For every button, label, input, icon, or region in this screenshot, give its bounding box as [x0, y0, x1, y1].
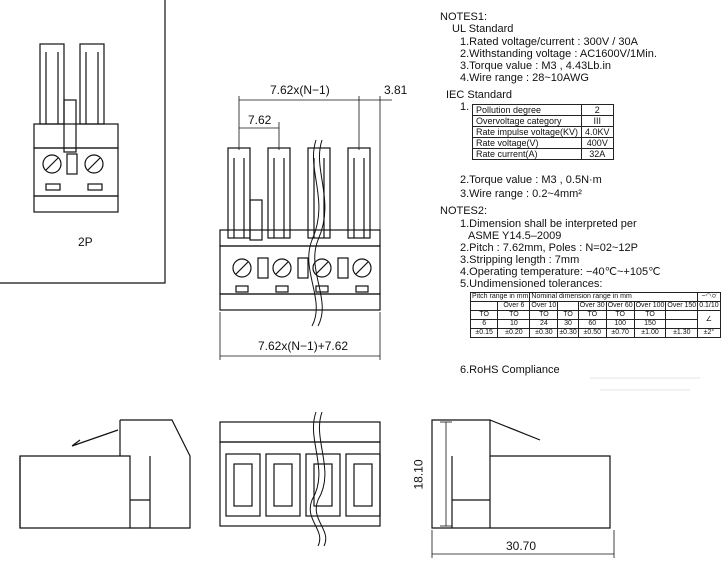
ul-item: 3.Torque value : M3 , 4.43Lb.in — [460, 60, 612, 72]
dim-depth: 30.70 — [506, 539, 537, 553]
tol-cell: Over 10 — [529, 301, 559, 311]
table-row: ±0.15 ±0.20 ±0.30 ±0.30 ±0.50 ±0.70 ±1.0… — [469, 328, 721, 338]
tol-cell: 10 — [497, 319, 531, 329]
spec-value: III — [581, 115, 614, 127]
ul-item: 1.Rated voltage/current : 300V / 30A — [460, 36, 638, 48]
inset-frame — [0, 0, 166, 284]
table-row: Over 6 Over 10 Over 30 Over 60 Over 100 … — [469, 301, 721, 311]
two-pole-view — [33, 43, 119, 213]
dim-top-edge: 3.81 — [384, 83, 408, 97]
tol-cell — [557, 301, 579, 311]
notes2-item: 5.Undimensioned tolerances: — [460, 278, 603, 290]
dim-top-pitch-n: 7.62x(N−1) — [270, 83, 330, 97]
tol-value: ±0.30 — [529, 328, 559, 338]
notes1-title: NOTES1: — [440, 11, 488, 23]
tol-cell: 150 — [633, 319, 667, 329]
bottom-front-view — [219, 411, 381, 547]
tol-cell: Over 30 — [577, 301, 607, 311]
tol-value: ±0.30 — [557, 328, 579, 338]
tol-value: ±0.50 — [577, 328, 607, 338]
table-row: Rate current(A)32A — [471, 148, 614, 160]
tolerance-table: Pitch range in mm Nominal dimension rang… — [469, 292, 721, 338]
front-view — [219, 139, 381, 327]
iec-item: 3.Wire range : 0.2~4mm² — [460, 188, 582, 200]
notes2-item: 1.Dimension shall be interpreted per — [460, 218, 637, 230]
tol-cell: TO — [605, 310, 635, 320]
table-row: TO TO TO TO TO TO TO ∠ — [469, 310, 721, 329]
tol-cell: 0.1/10 — [697, 301, 721, 311]
dim-bottom-total: 7.62x(N−1)+7.62 — [258, 339, 349, 353]
dim-height: 18.10 — [411, 459, 426, 490]
tol-cell — [469, 301, 499, 311]
right-side-view — [431, 419, 611, 529]
notes2-item: 3.Stripping length : 7mm — [460, 254, 580, 266]
spec-value: 400V — [581, 137, 614, 149]
tol-cell: Over 6 — [497, 301, 531, 311]
spec-label: Rate current(A) — [471, 148, 583, 160]
tol-cell: TO — [557, 310, 579, 320]
tol-value: ±1.30 — [665, 328, 699, 338]
rohs-note: 6.RoHS Compliance — [460, 364, 560, 376]
notes2-item: 2.Pitch : 7.62mm, Poles : N=02~12P — [460, 242, 638, 254]
label-2p: 2P — [78, 235, 93, 249]
ul-title: UL Standard — [452, 23, 514, 35]
spec-value: 32A — [581, 148, 614, 160]
tol-header-symbols: −◠⌭ — [697, 292, 721, 302]
notes2-item: 4.Operating temperature: −40℃~+105℃ — [460, 266, 661, 278]
spec-label: Rate voltage(V) — [471, 137, 583, 149]
tol-cell: 30 — [557, 319, 579, 329]
tol-cell: TO — [529, 310, 559, 320]
faint-marks — [590, 377, 700, 391]
iec-item: 2.Torque value : M3 , 0.5N·m — [460, 174, 602, 186]
tol-value: ±1.00 — [633, 328, 667, 338]
tol-cell: TO — [577, 310, 607, 320]
table-row: 6 10 24 30 60 100 150 — [469, 319, 721, 329]
ul-item: 4.Wire range : 28~10AWG — [460, 72, 589, 84]
tol-cell: 24 — [529, 319, 559, 329]
spec-label: Rate impulse voltage(KV) — [471, 126, 583, 138]
spec-label: Pollution degree — [471, 104, 583, 116]
dim-top-pitch: 7.62 — [248, 113, 272, 127]
notes2-title: NOTES2: — [440, 205, 488, 217]
tol-cell: 60 — [577, 319, 607, 329]
tol-cell: TO — [469, 310, 499, 320]
ul-item: 2.Withstanding voltage : AC1600V/1Min. — [460, 48, 657, 60]
tol-header-nominal: Nominal dimension range in mm — [529, 292, 699, 302]
tol-value: ±0.20 — [497, 328, 531, 338]
iec-item1-num: 1. — [460, 101, 470, 113]
table-row: Rate voltage(V)400V — [471, 137, 614, 149]
tol-cell: 6 — [469, 319, 499, 329]
tol-cell: TO — [633, 310, 667, 320]
tol-value: ±2° — [697, 328, 721, 338]
tol-cell: TO — [497, 310, 531, 320]
table-row: Rate impulse voltage(KV)4.0KV — [471, 126, 614, 138]
tol-header-range: Pitch range in mm — [469, 292, 531, 302]
spec-value: 2 — [581, 104, 614, 116]
tol-cell: Over 100 — [633, 301, 667, 311]
tol-cell: 100 — [605, 319, 635, 329]
notes2-item: ASME Y14.5–2009 — [468, 230, 562, 242]
spec-value: 4.0KV — [581, 126, 614, 138]
tol-cell: ∠ — [697, 310, 721, 329]
tol-cell: Over 150 — [665, 301, 699, 311]
tol-cell: Over 60 — [605, 301, 635, 311]
table-row: Pitch range in mm Nominal dimension rang… — [469, 292, 721, 302]
tol-cell — [665, 310, 699, 320]
tol-value: ±0.70 — [605, 328, 635, 338]
tol-cell — [665, 319, 699, 329]
tol-value: ±0.15 — [469, 328, 499, 338]
dimension-lines — [219, 96, 615, 558]
left-side-view — [19, 419, 191, 529]
iec-title: IEC Standard — [446, 89, 513, 101]
spec-label: Overvoltage category — [471, 115, 583, 127]
